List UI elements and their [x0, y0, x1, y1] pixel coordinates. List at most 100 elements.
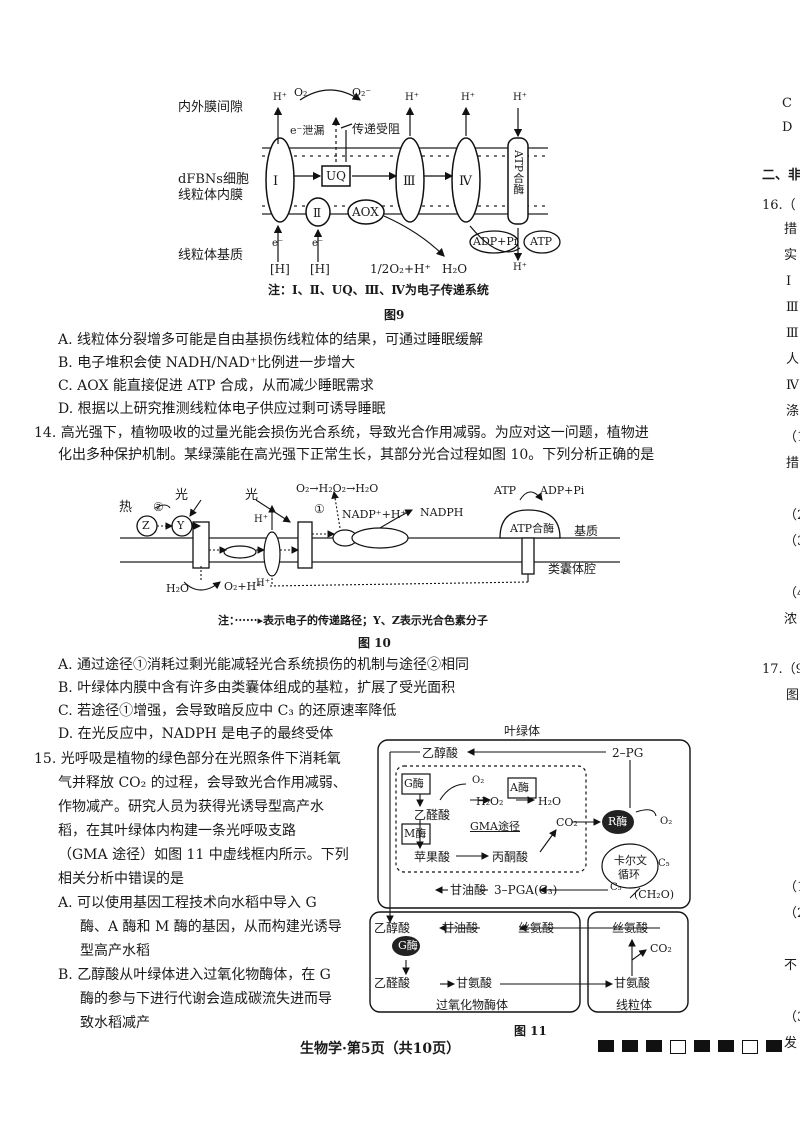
- fig9-e-2: e⁻: [312, 238, 324, 249]
- scan-mark-3: [646, 1040, 662, 1052]
- fig9-h-bracket-2: [H]: [310, 262, 330, 276]
- fig11-glycolate-2: 乙醇酸: [374, 921, 411, 935]
- fig11-co2-b: CO₂: [650, 942, 672, 955]
- scan-mark-4: [670, 1040, 686, 1054]
- fig11-a-enzyme: A酶: [510, 781, 529, 794]
- fig11-chloroplast-box: [377, 739, 691, 909]
- fig9-atp-synthase: [507, 137, 529, 225]
- edge-16: 图: [786, 688, 800, 703]
- fig9-h-1: H⁺: [273, 92, 287, 103]
- edge-21: 发: [784, 1036, 798, 1051]
- q14-option-b: B. 叶绿体内膜中含有许多由类囊体组成的基粒，扩展了受光面积: [58, 680, 456, 696]
- fig11-2pg: 2–PG: [612, 746, 644, 760]
- edge-q17: 17.（9: [762, 662, 800, 677]
- fig11-mito-box: [587, 911, 689, 1013]
- q15-option-b-1: B. 乙醇酸从叶绿体进入过氧化物酶体，在 G: [58, 967, 331, 983]
- edge-c: C: [782, 96, 792, 111]
- fig9-c3-label: Ⅲ: [403, 174, 416, 189]
- edge-12: （2: [784, 508, 800, 523]
- fig9-h2o: H₂O: [442, 262, 468, 276]
- q14-option-d: D. 在光反应中，NADPH 是电子的最终受体: [58, 726, 334, 742]
- fig10-cyt: [263, 531, 281, 577]
- edge-19: 不: [784, 958, 798, 973]
- fig11-chloroplast-label: 叶绿体: [504, 724, 541, 738]
- fig11-h2o: H₂O: [538, 795, 562, 808]
- fig11-gma-label: GMA途径: [470, 820, 520, 833]
- fig9-atp-bubble: [523, 230, 561, 254]
- figure-9-diagram: [262, 89, 561, 262]
- figure-10-diagram: [120, 490, 620, 591]
- q13-option-d: D. 根据以上研究推测线粒体电子供应过剩可诱导睡眠: [58, 401, 386, 417]
- fig9-aox-label: AOX: [352, 205, 379, 219]
- fig9-block: 传递受阻: [352, 122, 401, 136]
- fig10-atp: ATP: [494, 484, 517, 497]
- q14-option-c: C. 若途径①增强，会导致暗反应中 C₃ 的还原速率降低: [58, 703, 397, 719]
- page-footer: 生物学·第5页（共10页）: [300, 1041, 461, 1057]
- fig10-h2o: H₂O: [166, 582, 190, 595]
- fig10-nadph: NADPH: [420, 506, 464, 519]
- fig9-uq-label: UQ: [326, 169, 346, 183]
- fig9-note: 注：Ⅰ、Ⅱ、UQ、Ⅲ、Ⅳ为电子传递系统: [268, 283, 489, 297]
- fig11-g-enzyme-bubble-label: G酶: [398, 939, 418, 952]
- fig9-label-inner-2: 线粒体内膜: [178, 188, 244, 203]
- q13-option-c: C. AOX 能直接促进 ATP 合成，从而减少睡眠需求: [58, 378, 374, 394]
- fig10-y: Y: [177, 519, 185, 532]
- fig11-caption: 图 11: [514, 1024, 547, 1038]
- fig9-atpase-label: ATP合酶: [511, 150, 525, 195]
- fig9-h-3: H⁺: [405, 92, 419, 103]
- scan-mark-7: [742, 1040, 758, 1054]
- fig9-label-matrix: 线粒体基质: [178, 248, 244, 263]
- fig11-calvin-1: 卡尔文: [614, 854, 647, 867]
- fig10-caption: 图 10: [358, 636, 391, 650]
- edge-11: 措: [786, 456, 800, 471]
- fig10-heat: 热: [119, 500, 133, 515]
- fig10-o2h: O₂+H⁺: [224, 580, 263, 593]
- q15-line-5: （GMA 途径）如图 11 中虚线框内所示。下列: [58, 847, 349, 863]
- fig11-o2-b: O₂: [660, 816, 673, 827]
- edge-2: 措: [784, 222, 798, 237]
- fig11-mito-label: 线粒体: [616, 998, 653, 1012]
- fig11-pyruvate: 丙酮酸: [492, 850, 529, 864]
- scan-mark-6: [718, 1040, 734, 1052]
- q13-option-b: B. 电子堆积会使 NADH/NAD⁺比例进一步增大: [58, 355, 356, 371]
- edge-15: 浓: [784, 612, 798, 627]
- fig11-3pga: 3–PGA(C₃): [494, 883, 558, 897]
- q14-stem-2: 化出多种保护机制。某绿藻能在高光强下正常生长，其部分光合过程如图 10。下列分析…: [58, 447, 655, 463]
- fig11-glyoxylate: 乙醛酸: [414, 808, 451, 822]
- fig9-atp: ATP: [530, 235, 553, 248]
- fig11-h2o2: H₂O₂: [476, 795, 504, 808]
- fig9-eleak: e⁻泄漏: [290, 124, 325, 137]
- q15-option-b-2: 酶的参与下进行代谢会造成碳流失进而导: [80, 991, 332, 1007]
- fig11-glycine: 甘氨酸: [456, 976, 493, 990]
- fig11-peroxisome-box: [369, 911, 581, 1013]
- fig9-h-4: H⁺: [461, 92, 475, 103]
- edge-20: （3: [784, 1010, 800, 1025]
- edge-d: D: [782, 120, 793, 135]
- q15-option-a-1: A. 可以使用基因工程技术向水稻中导入 G: [58, 895, 317, 911]
- fig10-stroma: 基质: [574, 524, 599, 538]
- fig9-c2-label: Ⅱ: [313, 206, 322, 220]
- q15-line-2: 气并释放 CO₂ 的过程，会导致光合作用减弱、: [58, 775, 347, 791]
- fig11-r-enzyme-label: R酶: [608, 815, 628, 828]
- fig11-calvin-cycle: [601, 843, 659, 889]
- fig11-co2: CO₂: [556, 816, 578, 829]
- fig9-half-o2: 1/2O₂+H⁺: [370, 262, 431, 276]
- q14-option-a: A. 通过途径①消耗过剩光能减轻光合系统损伤的机制与途径②相同: [58, 657, 470, 673]
- edge-10: （1: [784, 430, 800, 445]
- fig11-g-enzyme-bubble: [392, 936, 420, 956]
- fig9-h-bottom: H⁺: [513, 262, 527, 273]
- fig10-light-2: 光: [245, 488, 259, 503]
- scan-mark-2: [622, 1040, 638, 1052]
- q15-line-4: 稻，在其叶绿体内构建一条光呼吸支路: [58, 823, 296, 839]
- fig9-c4-label: Ⅳ: [459, 174, 472, 189]
- fig9-h-bracket-1: [H]: [270, 262, 290, 276]
- fig9-label-intermembrane: 内外膜间隙: [178, 100, 244, 115]
- fig10-hplus-top: H⁺: [254, 514, 268, 525]
- fig9-complex-2: [305, 197, 331, 227]
- fig9-e-1: e⁻: [272, 238, 284, 249]
- fig10-lumen: 类囊体腔: [548, 562, 597, 576]
- fig11-calvin-2: 循环: [618, 868, 640, 881]
- q13-option-a: A. 线粒体分裂增多可能是自由基损伤线粒体的结果，可通过睡眠缓解: [58, 332, 484, 348]
- fig11-c5-b: C₅: [610, 882, 622, 893]
